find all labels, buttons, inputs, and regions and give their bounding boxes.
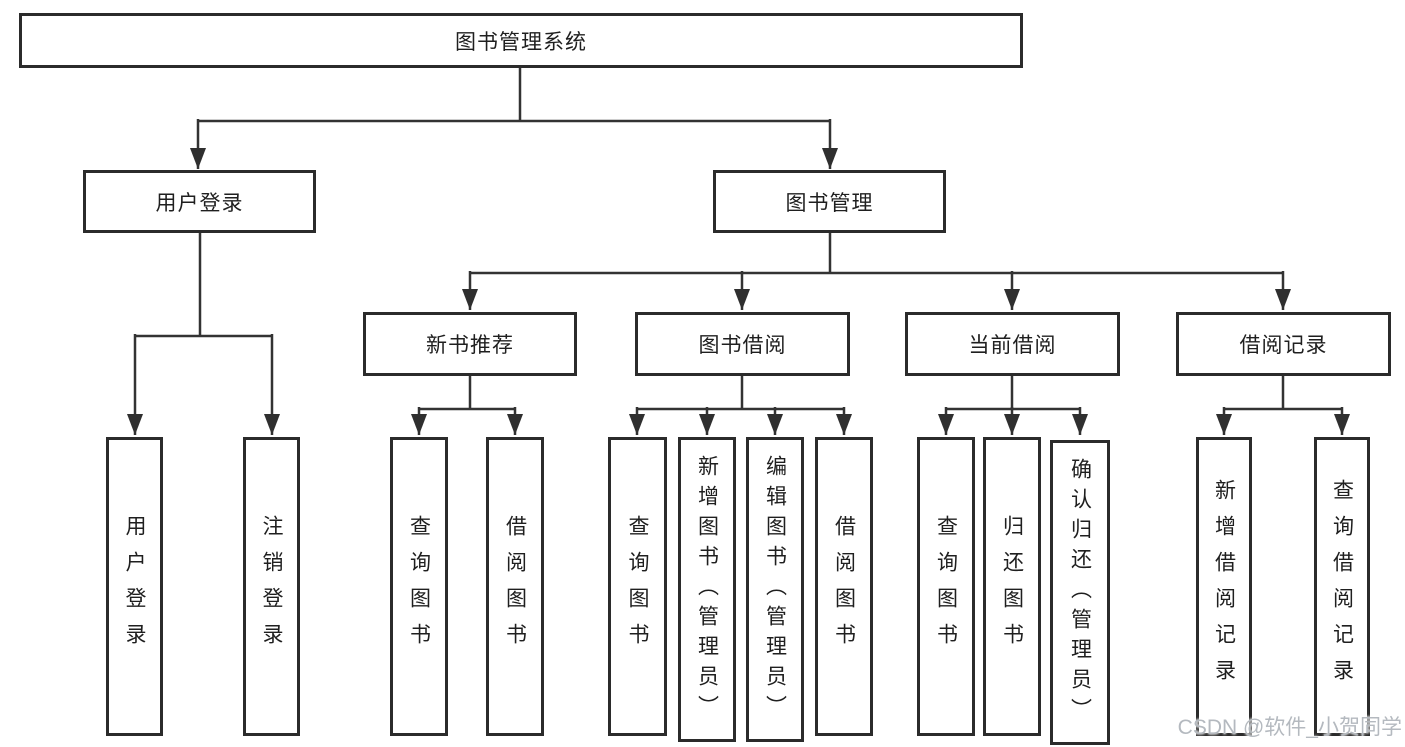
node-book-management: 图书管理 <box>713 170 946 233</box>
leaf-cb-query-books: 查询图书 <box>917 437 975 736</box>
leaf-bb-query-books: 查询图书 <box>608 437 667 736</box>
leaf-nb-query-books: 查询图书 <box>390 437 448 736</box>
leaf-logout: 注销登录 <box>243 437 300 736</box>
leaf-br-add-borrow-record: 新增借阅记录 <box>1196 437 1252 736</box>
leaf-nb-borrow-books: 借阅图书 <box>486 437 544 736</box>
leaf-cb-confirm-return-admin: 确认归还（管理员） <box>1050 440 1110 745</box>
node-borrow-records: 借阅记录 <box>1176 312 1391 376</box>
node-current-borrow: 当前借阅 <box>905 312 1120 376</box>
leaf-br-query-borrow-record: 查询借阅记录 <box>1314 437 1370 736</box>
node-user-login: 用户登录 <box>83 170 316 233</box>
csdn-watermark: CSDN @软件_小贺同学 <box>1177 716 1402 739</box>
leaf-bb-add-books-admin: 新增图书（管理员） <box>678 437 736 742</box>
leaf-user-login: 用户登录 <box>106 437 163 736</box>
leaf-cb-return-books: 归还图书 <box>983 437 1041 736</box>
node-book-borrow: 图书借阅 <box>635 312 850 376</box>
leaf-bb-edit-books-admin: 编辑图书（管理员） <box>746 437 804 742</box>
leaf-bb-borrow-books: 借阅图书 <box>815 437 873 736</box>
node-new-book-recommend: 新书推荐 <box>363 312 577 376</box>
node-root-library-management-system: 图书管理系统 <box>19 13 1023 68</box>
